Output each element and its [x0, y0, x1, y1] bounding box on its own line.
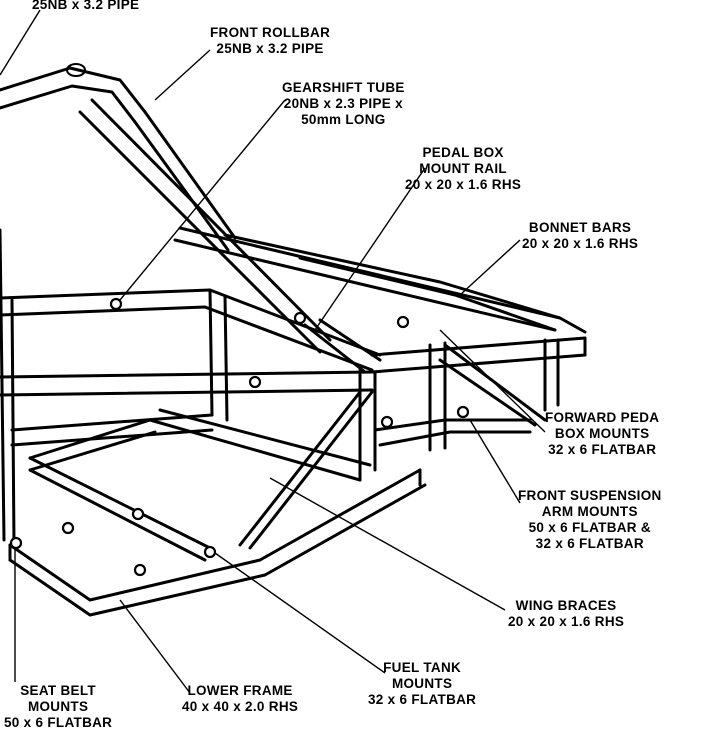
label-top-cut-line: 25NB x 3.2 PIPE — [32, 0, 140, 12]
label-bonnet-bars: BONNET BARS 20 x 20 x 1.6 RHS — [522, 220, 638, 252]
label-fuel-tank-line1: FUEL TANK — [383, 660, 462, 675]
label-fuel-tank-mounts: FUEL TANK MOUNTS 32 x 6 FLATBAR — [368, 660, 476, 708]
label-lower-frame-spec: 40 x 40 x 2.0 RHS — [182, 699, 299, 714]
front-rollbar — [0, 63, 237, 252]
label-wing-braces-spec: 20 x 20 x 1.6 RHS — [508, 614, 625, 629]
label-front-rollbar-spec: 25NB x 3.2 PIPE — [216, 41, 324, 56]
label-gearshift-tube: GEARSHIFT TUBE 20NB x 2.3 PIPE x 50mm LO… — [282, 80, 405, 128]
label-lower-frame-title: LOWER FRAME — [187, 683, 293, 698]
label-lower-frame: LOWER FRAME 40 x 40 x 2.0 RHS — [182, 683, 298, 715]
label-front-suspension-line1: FRONT SUSPENSION — [518, 488, 662, 503]
label-forward-pedal-box-mounts: FORWARD PEDA BOX MOUNTS 32 x 6 FLATBAR — [545, 410, 659, 458]
label-front-suspension-spec1: 50 x 6 FLATBAR & — [528, 520, 651, 535]
label-gearshift-tube-length: 50mm LONG — [301, 112, 386, 127]
label-forward-pedal-line1: FORWARD PEDA — [545, 410, 660, 425]
label-seat-belt-spec: 50 x 6 FLATBAR — [4, 715, 113, 730]
leader-lines — [0, 9, 546, 694]
label-wing-braces: WING BRACES 20 x 20 x 1.6 RHS — [508, 598, 624, 630]
label-front-suspension-line2: ARM MOUNTS — [541, 504, 638, 519]
label-wing-braces-title: WING BRACES — [515, 598, 617, 613]
label-front-rollbar: FRONT ROLLBAR 25NB x 3.2 PIPE — [210, 25, 330, 57]
label-fuel-tank-line2: MOUNTS — [391, 676, 453, 691]
label-forward-pedal-spec: 32 x 6 FLATBAR — [548, 442, 657, 457]
bonnet-bars — [173, 226, 587, 374]
label-pedal-box-line2: MOUNT RAIL — [419, 161, 507, 176]
wing-braces — [148, 343, 547, 550]
left-edge-post — [0, 228, 16, 547]
label-gearshift-tube-spec: 20NB x 2.3 PIPE x — [283, 96, 403, 111]
label-seat-belt-line2: MOUNTS — [27, 699, 89, 714]
label-pedal-box-mount-rail: PEDAL BOX MOUNT RAIL 20 x 20 x 1.6 RHS — [405, 145, 521, 193]
label-front-rollbar-title: FRONT ROLLBAR — [210, 25, 331, 40]
label-seat-belt-line1: SEAT BELT — [20, 683, 96, 698]
label-front-suspension-arm-mounts: FRONT SUSPENSION ARM MOUNTS 50 x 6 FLATB… — [518, 488, 662, 552]
label-top-cut: 25NB x 3.2 PIPE — [32, 0, 139, 13]
mount-tabs — [9, 297, 470, 577]
label-bonnet-bars-spec: 20 x 20 x 1.6 RHS — [522, 236, 639, 251]
label-forward-pedal-line2: BOX MOUNTS — [554, 426, 650, 441]
lower-frame — [8, 413, 532, 617]
label-front-suspension-spec2: 32 x 6 FLATBAR — [535, 536, 644, 551]
label-gearshift-tube-title: GEARSHIFT TUBE — [282, 80, 405, 95]
label-pedal-box-line1: PEDAL BOX — [422, 145, 504, 160]
label-fuel-tank-spec: 32 x 6 FLATBAR — [368, 692, 477, 707]
upper-side-rail — [0, 288, 382, 397]
label-bonnet-bars-title: BONNET BARS — [528, 220, 632, 235]
label-seat-belt-mounts: SEAT BELT MOUNTS 50 x 6 FLATBAR — [4, 683, 112, 731]
label-pedal-box-spec: 20 x 20 x 1.6 RHS — [405, 177, 522, 192]
